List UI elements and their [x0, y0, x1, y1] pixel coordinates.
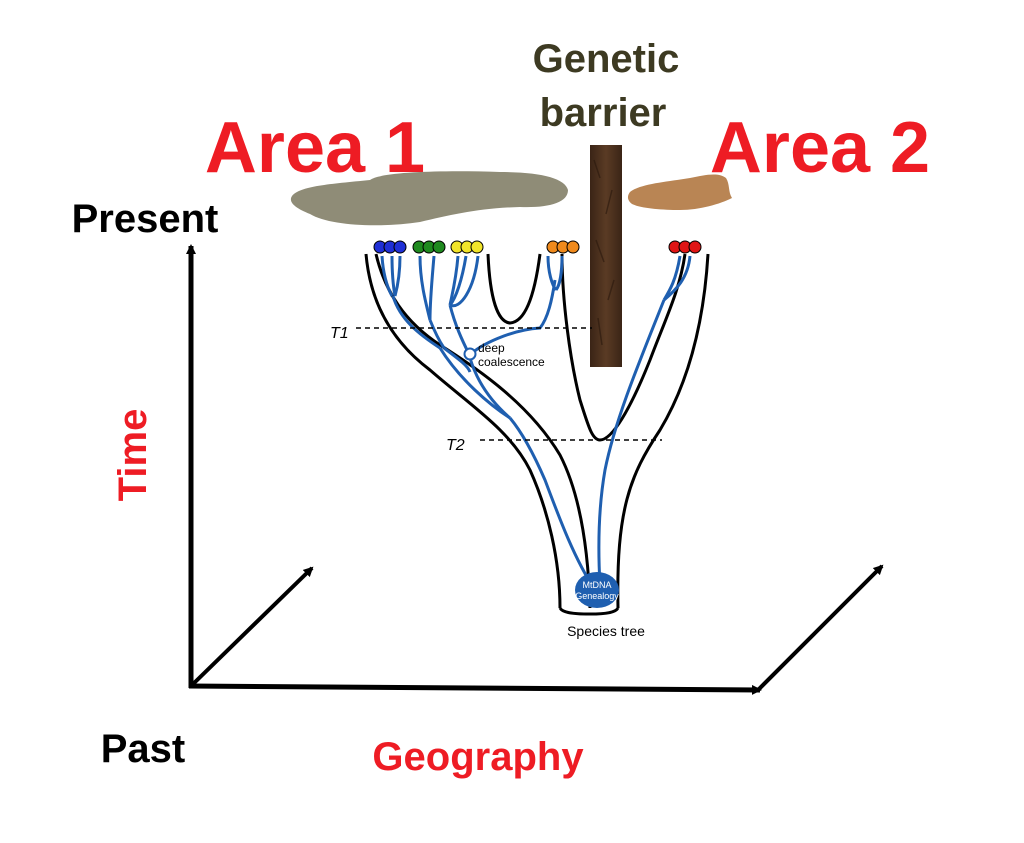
- species-tree: [364, 253, 710, 616]
- genetic-barrier-label-line2: barrier: [540, 91, 667, 135]
- mtdna-genealogy-label-line2: Genealogy: [575, 591, 619, 601]
- t1-label: T1: [330, 325, 349, 342]
- barrier-texture: [593, 159, 615, 346]
- tip-group-blue: [373, 240, 407, 254]
- deep-coalescence-node: [463, 347, 477, 361]
- t2-label: T2: [446, 437, 465, 454]
- area1-label: Area 1: [205, 108, 425, 188]
- past-label: Past: [101, 727, 186, 771]
- area1-landmass: [290, 171, 568, 226]
- mtdna-genealogy-label-line1: MtDNA: [583, 580, 612, 590]
- geography-axis-arrow: [188, 683, 762, 695]
- species-tree-label: Species tree: [567, 623, 645, 639]
- tip-dot: [432, 240, 446, 254]
- area2-label: Area 2: [710, 108, 930, 188]
- deep-coalescence-label-line1: deep: [478, 341, 505, 355]
- present-label: Present: [72, 197, 219, 241]
- depth-axis-arrow-right: [756, 564, 884, 692]
- genetic-barrier: [590, 145, 622, 367]
- tip-group-orange: [546, 240, 580, 254]
- time-axis-label: Time: [111, 409, 155, 502]
- tip-group-green: [412, 240, 446, 254]
- geography-axis-label: Geography: [372, 735, 584, 779]
- tip-dot: [566, 240, 580, 254]
- tip-group-yellow: [450, 240, 484, 254]
- deep-coalescence-label-line2: coalescence: [478, 355, 545, 369]
- area2-landmass: [627, 174, 732, 210]
- tip-dot: [688, 240, 702, 254]
- mtdna-genealogy-root: [575, 572, 619, 608]
- tip-dot: [470, 240, 484, 254]
- tip-dot: [393, 240, 407, 254]
- depth-axis-arrow-left: [189, 566, 314, 688]
- genetic-barrier-label-line1: Genetic: [533, 37, 680, 81]
- tip-group-red: [668, 240, 702, 254]
